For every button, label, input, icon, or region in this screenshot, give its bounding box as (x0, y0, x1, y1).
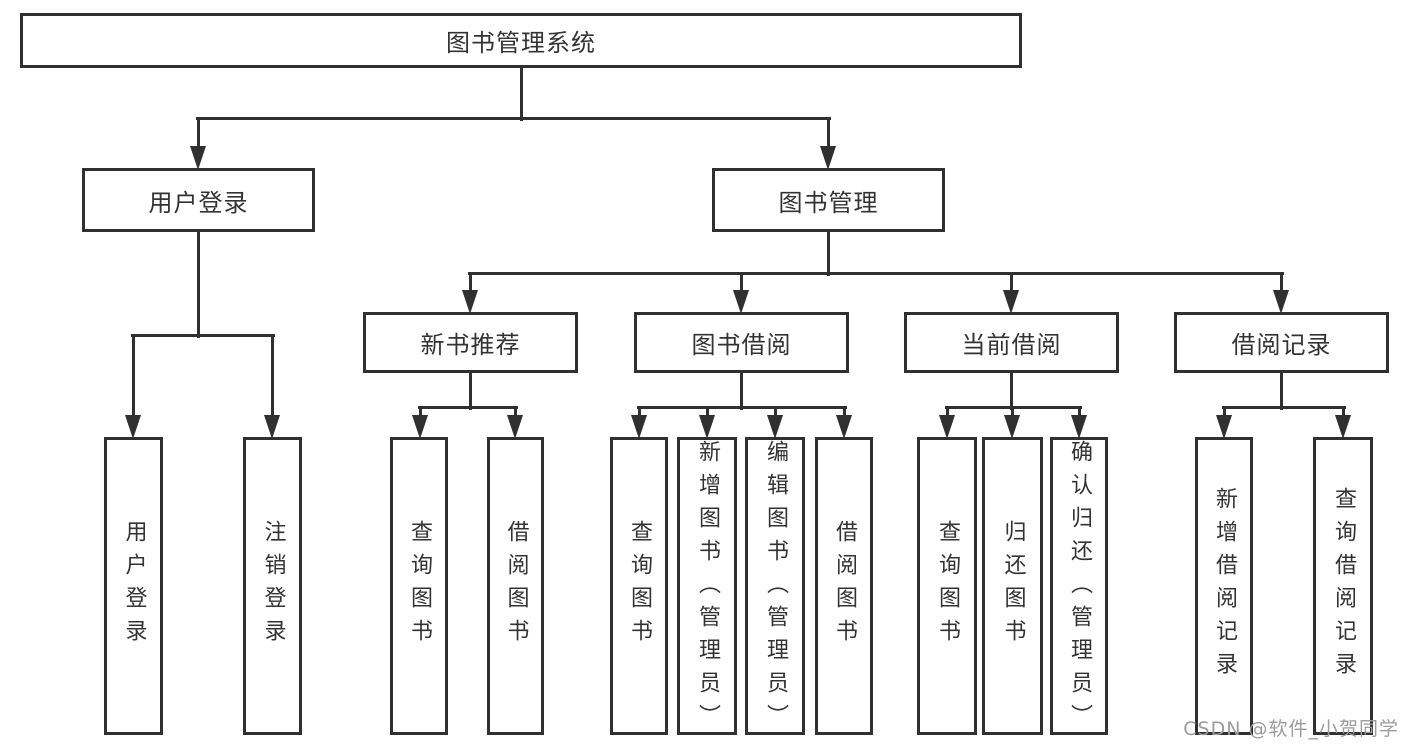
node-label: 确认归还（管理员） (1067, 440, 1092, 737)
node-label: 查询图书 (627, 520, 652, 652)
arrowhead-down-icon (1335, 415, 1351, 439)
connector-hline (418, 406, 518, 409)
connector-arrow-shaft (740, 273, 743, 296)
connector-arrow-shaft (1280, 273, 1283, 296)
node-library-management-system: 图书管理系统 (20, 13, 1022, 68)
leaf-add-borrow-record: 新增借阅记录 (1195, 437, 1253, 735)
node-label: 查询图书 (935, 520, 960, 652)
connector-vline (520, 66, 523, 121)
connector-vline (740, 371, 743, 410)
leaf-logout-login: 注销登录 (243, 437, 302, 735)
connector-hline (468, 272, 1284, 275)
node-book-borrowing: 图书借阅 (634, 312, 849, 373)
node-label: 借阅记录 (1231, 331, 1332, 359)
arrowhead-down-icon (1273, 290, 1289, 314)
arrowhead-down-icon (939, 415, 955, 439)
connector-arrow-shaft (706, 407, 709, 421)
arrowhead-down-icon (1004, 415, 1020, 439)
arrowhead-down-icon (767, 415, 783, 439)
connector-hline (131, 334, 275, 337)
leaf-return-books: 归还图书 (982, 437, 1043, 735)
node-label: 图书借阅 (691, 331, 792, 359)
node-borrowing-records: 借阅记录 (1174, 312, 1389, 373)
connector-arrow-shaft (132, 335, 135, 421)
arrowhead-down-icon (190, 146, 206, 170)
arrowhead-down-icon (264, 415, 280, 439)
node-label: 图书管理系统 (446, 29, 596, 57)
node-new-book-recommend: 新书推荐 (363, 312, 578, 373)
connector-hline (637, 406, 847, 409)
leaf-query-books-recommend: 查询图书 (390, 437, 448, 735)
arrowhead-down-icon (412, 415, 428, 439)
node-current-borrowing: 当前借阅 (904, 312, 1119, 373)
arrowhead-down-icon (125, 415, 141, 439)
connector-arrow-shaft (843, 407, 846, 421)
arrowhead-down-icon (1003, 290, 1019, 314)
connector-arrow-shaft (1223, 407, 1226, 421)
connector-vline (1010, 371, 1013, 410)
node-label: 用户登录 (121, 520, 147, 652)
connector-vline (827, 230, 830, 276)
leaf-query-books-borrowing: 查询图书 (610, 437, 668, 735)
arrowhead-down-icon (507, 415, 523, 439)
leaf-query-borrow-record: 查询借阅记录 (1313, 437, 1373, 735)
connector-arrow-shaft (197, 118, 200, 152)
connector-arrow-shaft (514, 407, 517, 421)
watermark: CSDN @软件_小贺同学 (1183, 718, 1399, 740)
arrowhead-down-icon (462, 290, 478, 314)
connector-arrow-shaft (774, 407, 777, 421)
node-book-management: 图书管理 (712, 168, 945, 232)
connector-arrow-shaft (1342, 407, 1345, 421)
node-label: 新增借阅记录 (1212, 487, 1237, 685)
arrowhead-down-icon (699, 415, 715, 439)
leaf-borrow-books-recommend: 借阅图书 (487, 437, 544, 735)
leaf-user-login: 用户登录 (104, 437, 163, 735)
connector-arrow-shaft (419, 407, 422, 421)
node-label: 图书管理 (778, 188, 879, 217)
node-label: 新增图书（管理员） (695, 440, 720, 737)
arrowhead-down-icon (1216, 415, 1232, 439)
node-label: 借阅图书 (503, 520, 529, 652)
connector-hline (196, 117, 831, 120)
connector-arrow-shaft (1010, 273, 1013, 296)
leaf-confirm-return-admin: 确认归还（管理员） (1050, 437, 1108, 737)
node-label: 新书推荐 (420, 331, 521, 359)
arrowhead-down-icon (836, 415, 852, 439)
connector-arrow-shaft (1078, 407, 1081, 421)
connector-vline (469, 371, 472, 410)
connector-arrow-shaft (638, 407, 641, 421)
leaf-borrow-books-borrowing: 借阅图书 (815, 437, 873, 735)
connector-hline (1222, 406, 1346, 409)
connector-arrow-shaft (946, 407, 949, 421)
connector-vline (197, 230, 200, 338)
arrowhead-down-icon (820, 146, 836, 170)
node-label: 注销登录 (260, 520, 286, 652)
connector-arrow-shaft (469, 273, 472, 296)
node-label: 查询借阅记录 (1331, 487, 1356, 685)
connector-vline (1280, 371, 1283, 410)
leaf-add-books-admin: 新增图书（管理员） (677, 437, 737, 737)
connector-arrow-shaft (1011, 407, 1014, 421)
node-label: 编辑图书（管理员） (763, 440, 788, 737)
connector-arrow-shaft (271, 335, 274, 421)
node-label: 归还图书 (1000, 520, 1026, 652)
leaf-query-books-current: 查询图书 (917, 437, 977, 735)
leaf-edit-books-admin: 编辑图书（管理员） (745, 437, 805, 737)
node-label: 当前借阅 (961, 331, 1062, 359)
arrowhead-down-icon (733, 290, 749, 314)
node-label: 用户登录 (148, 188, 249, 217)
node-label: 查询图书 (407, 520, 432, 652)
arrowhead-down-icon (1071, 415, 1087, 439)
node-user-login: 用户登录 (82, 168, 315, 232)
node-label: 借阅图书 (832, 520, 857, 652)
connector-arrow-shaft (827, 118, 830, 152)
arrowhead-down-icon (631, 415, 647, 439)
